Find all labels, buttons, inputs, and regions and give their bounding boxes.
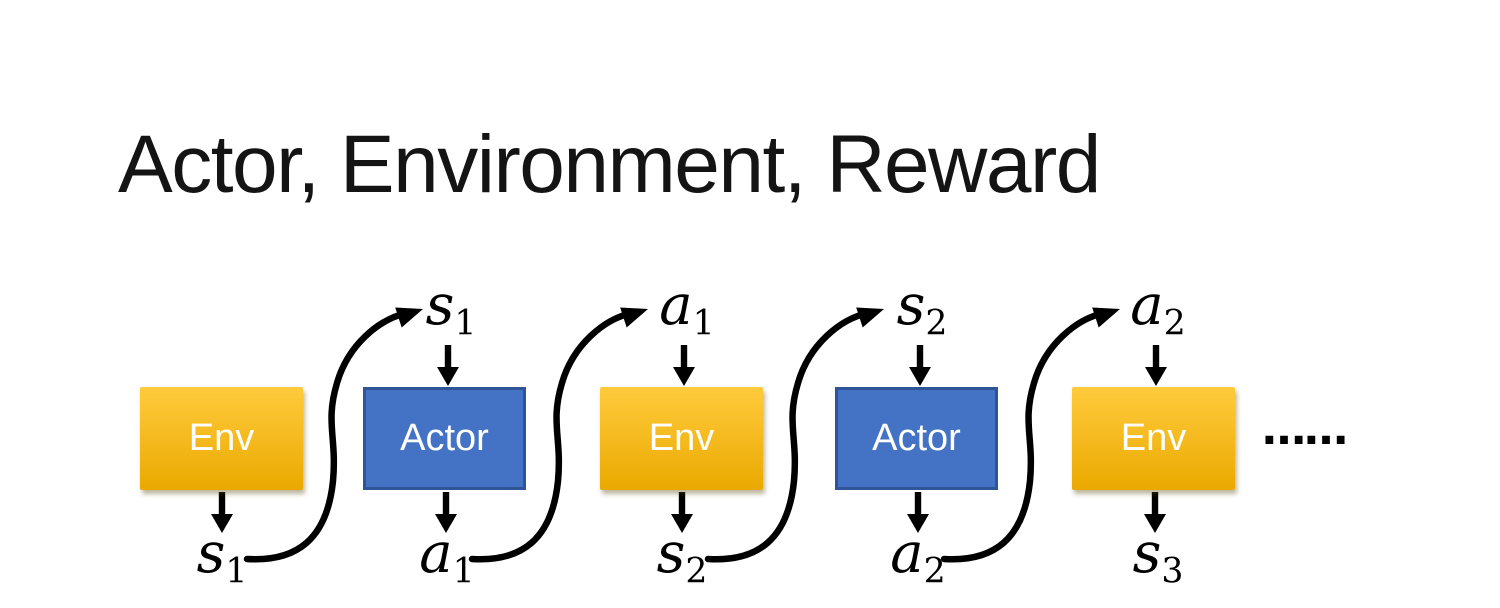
math-symbol: a: [890, 521, 924, 586]
top-label-4: a2: [1130, 278, 1185, 341]
math-symbol: a: [419, 521, 453, 586]
math-subscript: 2: [925, 303, 948, 344]
env-box-label: Env: [188, 417, 255, 459]
down-arrow-icon: [909, 345, 931, 386]
env-box-1: Env: [140, 387, 303, 490]
math-symbol: s: [896, 273, 926, 338]
math-subscript: 2: [923, 551, 946, 592]
bottom-label-1: s1: [197, 526, 248, 589]
math-symbol: a: [1130, 273, 1164, 338]
env-box-2: Env: [600, 387, 763, 490]
math-symbol: s: [1132, 521, 1162, 586]
env-box-label: Env: [648, 417, 715, 459]
env-box-3: Env: [1072, 387, 1235, 490]
bottom-label-5: s3: [1133, 526, 1184, 589]
bottom-label-3: s2: [657, 526, 708, 589]
math-subscript: 1: [225, 551, 248, 592]
math-subscript: 3: [1161, 551, 1184, 592]
top-label-2: a1: [659, 278, 714, 341]
math-symbol: a: [659, 273, 693, 338]
down-arrow-icon: [673, 345, 695, 386]
bottom-label-2: a1: [419, 526, 474, 589]
math-symbol: s: [196, 521, 226, 586]
math-symbol: s: [656, 521, 686, 586]
math-subscript: 2: [685, 551, 708, 592]
math-subscript: 1: [452, 551, 475, 592]
env-box-label: Env: [1120, 417, 1187, 459]
math-subscript: 1: [692, 303, 715, 344]
down-arrow-icon: [437, 345, 459, 386]
top-label-1: s1: [426, 278, 477, 341]
math-subscript: 2: [1163, 303, 1186, 344]
actor-box-label: Actor: [400, 417, 489, 459]
continuation-ellipsis: ……: [1262, 404, 1348, 455]
actor-box-label: Actor: [872, 417, 961, 459]
actor-box-1: Actor: [363, 387, 526, 490]
actor-box-2: Actor: [835, 387, 998, 490]
page-title: Actor, Environment, Reward: [118, 119, 1101, 210]
bottom-label-4: a2: [890, 526, 945, 589]
down-arrow-icon: [1145, 345, 1167, 386]
math-subscript: 1: [454, 303, 477, 344]
top-label-3: s2: [897, 278, 948, 341]
math-symbol: s: [425, 273, 455, 338]
